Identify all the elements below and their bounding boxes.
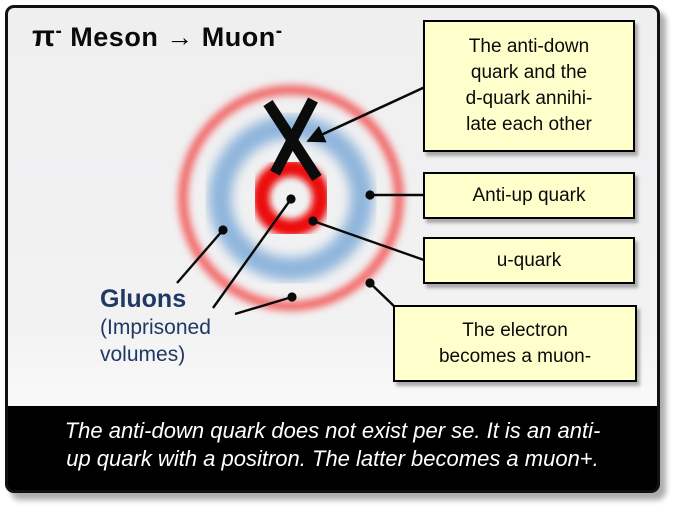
- diagram-panel: π- Meson → Muon- Gluons (Imprisoned volu…: [8, 8, 657, 406]
- gluons-label: Gluons: [100, 285, 187, 313]
- pi-symbol: π: [32, 20, 56, 53]
- gluons-sub-line2: volumes): [100, 343, 186, 366]
- anchor-dot-antiup: [365, 190, 375, 200]
- anchor-dots: [218, 190, 375, 302]
- page-title: π- Meson → Muon-: [32, 20, 283, 54]
- callout-electron-muon: The electron becomes a muon-: [393, 305, 637, 382]
- callout-u-quark: u-quark: [423, 237, 635, 284]
- anchor-dot-electron: [365, 278, 375, 288]
- anchor-dot-gluon-left: [218, 225, 228, 235]
- callout-line: Anti-up quark: [472, 184, 586, 206]
- diagram-card: π- Meson → Muon- Gluons (Imprisoned volu…: [5, 5, 660, 493]
- callout-connectors: [176, 193, 425, 316]
- callout-line: d-quark annihi-: [465, 88, 593, 109]
- anchor-dot-gluon-bottom: [287, 292, 297, 302]
- gluon-ring-blue-icon: [208, 115, 374, 281]
- footer-note: The anti-down quark does not exist per s…: [8, 406, 657, 490]
- callout-line: The electron: [462, 319, 568, 341]
- gluon-ring-outer-icon: [178, 85, 404, 311]
- callout-antiup-quark: Anti-up quark: [423, 172, 635, 219]
- annihilation-arrow: [306, 85, 426, 143]
- annihilation-x-icon: [263, 97, 322, 182]
- gluons-sub-line1: (Imprisoned: [100, 316, 211, 339]
- gluon-ring-inner-icon: [252, 159, 330, 237]
- callout-line: The anti-down: [468, 36, 590, 57]
- callout-line: late each other: [466, 114, 592, 135]
- anchor-dot-uquark: [308, 216, 318, 226]
- pi-charge-sup: -: [55, 21, 63, 42]
- callout-antidown-annihilation: The anti-down quark and the d-quark anni…: [423, 20, 635, 152]
- callout-line: u-quark: [496, 249, 562, 271]
- title-body: Meson → Muon: [62, 22, 276, 52]
- footer-line1: The anti-down quark does not exist per s…: [64, 418, 601, 443]
- muon-charge-sup: -: [275, 21, 283, 42]
- gluons-label-block: Gluons (Imprisoned volumes): [100, 284, 211, 368]
- meson-diagram: [176, 85, 426, 316]
- callout-line: quark and the: [470, 62, 588, 83]
- callout-line: becomes a muon-: [438, 345, 592, 367]
- footer-line2: up quark with a positron. The latter bec…: [66, 446, 599, 471]
- anchor-dot-gluon-center: [286, 194, 296, 204]
